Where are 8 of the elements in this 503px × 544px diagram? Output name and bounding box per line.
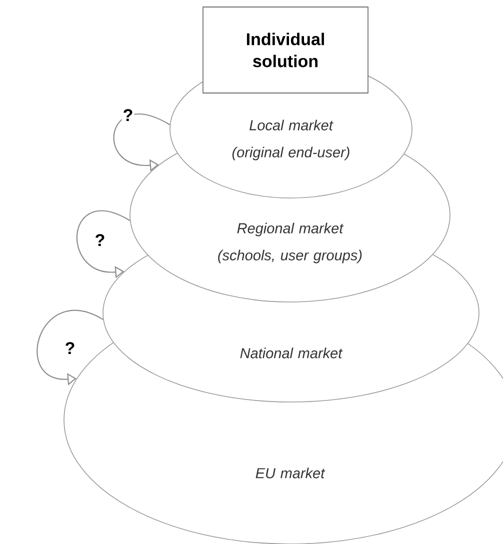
question-mark: ?	[94, 233, 106, 247]
market-label: Local market (original end-user)	[232, 120, 350, 160]
market-label: National market	[240, 348, 343, 358]
question-mark: ?	[64, 341, 76, 355]
market-label: EU market	[256, 468, 326, 478]
market-label: Regional market (schools, user groups)	[218, 222, 362, 264]
title-box: Individual solution	[202, 6, 368, 94]
question-mark: ?	[122, 108, 134, 122]
